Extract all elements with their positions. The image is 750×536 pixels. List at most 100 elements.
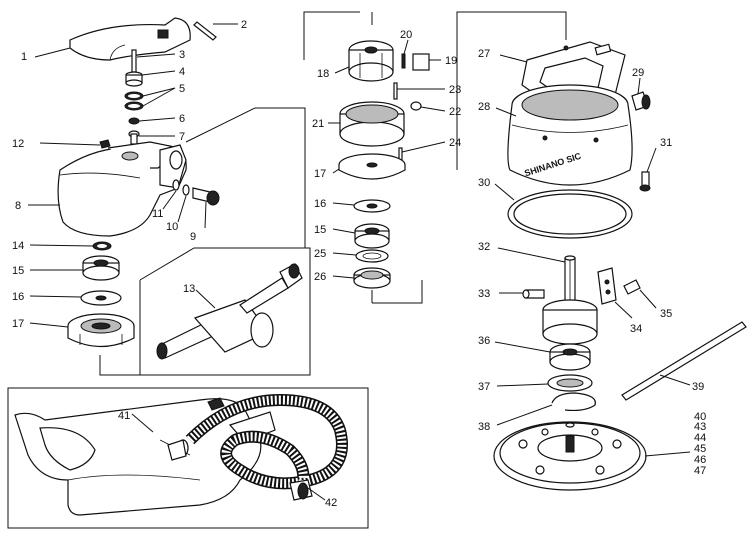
- label-37: 37: [478, 381, 490, 393]
- label-6: 6: [179, 113, 185, 125]
- label-2: 2: [241, 19, 247, 31]
- part-1-lever: [69, 17, 191, 61]
- label-33: 33: [478, 288, 490, 300]
- part-13-box-outline: [99, 107, 311, 376]
- part-12-clip: [99, 139, 111, 149]
- label-29: 29: [632, 67, 644, 79]
- part-36-bearing: [549, 343, 591, 371]
- label-35: 35: [660, 308, 672, 320]
- label-26: 26: [314, 271, 326, 283]
- label-44: 44: [694, 432, 706, 444]
- part-29-fitting: [631, 91, 651, 111]
- part-30-ring: [507, 189, 633, 239]
- label-36: 36: [478, 335, 490, 347]
- label-21: 21: [312, 118, 324, 130]
- part-34-counterweight: [597, 267, 617, 305]
- label-28: 28: [478, 101, 490, 113]
- label-16-left: 16: [12, 291, 24, 303]
- label-17-left: 17: [12, 318, 24, 330]
- label-19: 19: [445, 55, 457, 67]
- part-16-washer-middle: [353, 199, 391, 213]
- label-20: 20: [400, 29, 412, 41]
- label-11: 11: [152, 208, 163, 220]
- label-4: 4: [179, 66, 185, 78]
- label-3: 3: [179, 49, 185, 61]
- label-18: 18: [317, 68, 329, 80]
- right-bracket: [456, 11, 567, 170]
- label-10: 10: [166, 221, 178, 233]
- label-34: 34: [630, 323, 642, 335]
- label-16-middle: 16: [314, 198, 326, 210]
- label-31: 31: [660, 137, 672, 149]
- label-12: 12: [12, 138, 24, 150]
- part-5-o-rings: [124, 91, 144, 111]
- part-37-washer: [547, 374, 593, 392]
- part-17-end-plate: [338, 153, 406, 180]
- label-15-middle: 15: [314, 224, 326, 236]
- label-40: 40: [694, 411, 706, 423]
- label-30: 30: [478, 177, 490, 189]
- part-16-washer-left: [80, 290, 122, 306]
- label-1: 1: [21, 51, 27, 63]
- label-15-left: 15: [12, 265, 24, 277]
- part-18-rotor: [348, 40, 394, 82]
- part-10-washer: [182, 184, 190, 196]
- label-5: 5: [179, 83, 185, 95]
- part-20-pin: [401, 53, 406, 69]
- part-42-hose: [185, 393, 348, 501]
- label-13: 13: [183, 283, 195, 295]
- part-38-snap-ring: [551, 392, 596, 412]
- part-19-vane: [412, 53, 430, 71]
- label-17-middle: 17: [314, 168, 326, 180]
- part-22-ring: [410, 101, 422, 111]
- middle-bracket-top: [303, 11, 360, 60]
- part-31-screw: [639, 171, 651, 192]
- label-32: 32: [478, 241, 490, 253]
- part-15-bearing-left: [82, 255, 120, 281]
- part-4-valve-cap: [125, 71, 143, 87]
- part-7-spring: [128, 130, 140, 145]
- part-14-seal-ring: [92, 241, 112, 251]
- part-2-pin: [193, 21, 217, 41]
- label-22: 22: [449, 106, 461, 118]
- label-8: 8: [15, 200, 21, 212]
- part-13-exhaust-assembly: [156, 263, 303, 360]
- part-23-pin: [393, 82, 398, 100]
- label-39: 39: [692, 381, 704, 393]
- part-32-shaft: [564, 255, 576, 303]
- accessory-box-outline: [7, 387, 369, 529]
- part-17-bearing-housing-left: [67, 313, 135, 347]
- middle-bracket-bottom: [372, 280, 423, 304]
- part-40-47-sanding-pad: [493, 421, 647, 491]
- part-26-retainer: [353, 267, 391, 289]
- label-38: 38: [478, 421, 490, 433]
- label-47: 47: [694, 465, 706, 477]
- part-35-screw: [623, 279, 641, 295]
- label-43: 43: [694, 421, 706, 433]
- label-45: 45: [694, 443, 706, 455]
- part-33-key: [522, 289, 545, 299]
- part-28-shroud: SHINANO SIC: [507, 84, 633, 186]
- label-7: 7: [179, 131, 185, 143]
- label-14: 14: [12, 240, 24, 252]
- part-39-rod: [621, 321, 747, 401]
- part-9-inlet-fitting: [192, 187, 220, 206]
- part-15-bearing-middle: [354, 223, 390, 249]
- label-42: 42: [325, 497, 337, 509]
- part-21-cylinder: [339, 101, 405, 147]
- part-36-spindle-housing: [542, 299, 598, 345]
- part-6-seal: [128, 117, 140, 125]
- part-8-housing: [57, 141, 187, 237]
- label-9: 9: [190, 231, 196, 243]
- label-25: 25: [314, 248, 326, 260]
- label-46: 46: [694, 454, 706, 466]
- label-23: 23: [449, 84, 461, 96]
- part-25-washer: [355, 249, 389, 263]
- label-41: 41: [118, 410, 130, 422]
- label-24: 24: [449, 137, 461, 149]
- label-27: 27: [478, 48, 490, 60]
- part-11-ring: [172, 179, 180, 191]
- part-3-valve-stem: [131, 49, 137, 73]
- part-41-dust-bag: [14, 397, 276, 516]
